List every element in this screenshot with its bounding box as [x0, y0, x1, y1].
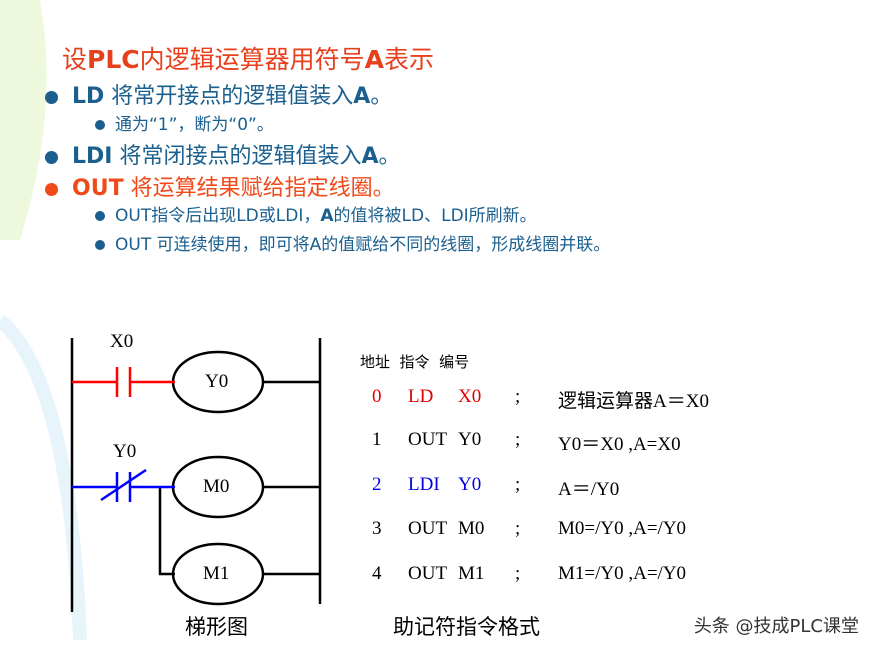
instruction-instr: LDI	[408, 474, 440, 495]
bullet-ld: LD 将常开接点的逻辑值装入A。	[45, 78, 392, 110]
bullet-out: OUT 将运算结果赋给指定线圈。	[45, 170, 395, 202]
bullet-icon	[45, 182, 58, 196]
bullet-icon	[45, 90, 58, 104]
bullet-ldi: LDI 将常闭接点的逻辑值装入A。	[45, 138, 401, 170]
coil-label: Y0	[205, 371, 229, 392]
coil-label: M0	[203, 476, 230, 497]
instruction-comment: A＝/Y0	[558, 479, 620, 500]
ladder-caption: 梯形图	[185, 615, 248, 639]
instruction-addr: 4	[372, 563, 382, 584]
slide-title: 设PLC内逻辑运算器用符号A表示	[62, 45, 435, 74]
instruction-sep: ;	[515, 386, 521, 407]
coil-m1	[171, 542, 265, 606]
instruction-sep: ;	[515, 429, 521, 450]
instruction-sep: ;	[515, 518, 521, 539]
instruction-op: M0	[458, 518, 485, 539]
instruction-addr: 0	[372, 386, 382, 407]
sub-bullet: OUT 可连续使用，即可将A的值赋给不同的线圈，形成线圈并联。	[95, 230, 610, 255]
parallel-branch	[158, 487, 175, 576]
table-header: 地址 指令 编号	[360, 353, 470, 371]
sub-bullet: OUT指令后出现LD或LDI，A的值将被LD、LDI所刷新。	[95, 201, 537, 226]
instruction-op: X0	[458, 386, 482, 407]
instruction-comment: Y0＝X0 ,A=X0	[558, 434, 681, 455]
instruction-comment: M0=/Y0 ,A=/Y0	[558, 518, 687, 539]
bullet-icon	[45, 150, 58, 164]
instruction-instr: OUT	[408, 563, 448, 584]
instruction-op: Y0	[458, 429, 482, 450]
no-contact-x0	[72, 367, 175, 397]
instruction-comment: 逻辑运算器A＝X0	[558, 391, 709, 412]
nc-contact-y0	[72, 468, 175, 502]
instruction-instr: LD	[408, 386, 434, 407]
instruction-addr: 2	[372, 474, 382, 495]
bullet-icon	[95, 120, 105, 130]
contact-label: X0	[110, 331, 134, 352]
instruction-sep: ;	[515, 563, 521, 584]
instruction-sep: ;	[515, 474, 521, 495]
instruction-op: Y0	[458, 474, 482, 495]
bullet-icon	[95, 240, 105, 250]
instruction-addr: 1	[372, 429, 382, 450]
instruction-instr: OUT	[408, 518, 448, 539]
watermark: 头条 @技成PLC课堂	[693, 616, 859, 637]
instruction-addr: 3	[372, 518, 382, 539]
coil-label: M1	[203, 563, 230, 584]
contact-label: Y0	[113, 441, 137, 462]
mnemonic-caption: 助记符指令格式	[393, 615, 540, 639]
instruction-comment: M1=/Y0 ,A=/Y0	[558, 563, 687, 584]
instruction-instr: OUT	[408, 429, 448, 450]
bullet-icon	[95, 211, 105, 221]
sub-bullet: 通为“1”，断为“0”。	[95, 110, 274, 135]
instruction-op: M1	[458, 563, 485, 584]
